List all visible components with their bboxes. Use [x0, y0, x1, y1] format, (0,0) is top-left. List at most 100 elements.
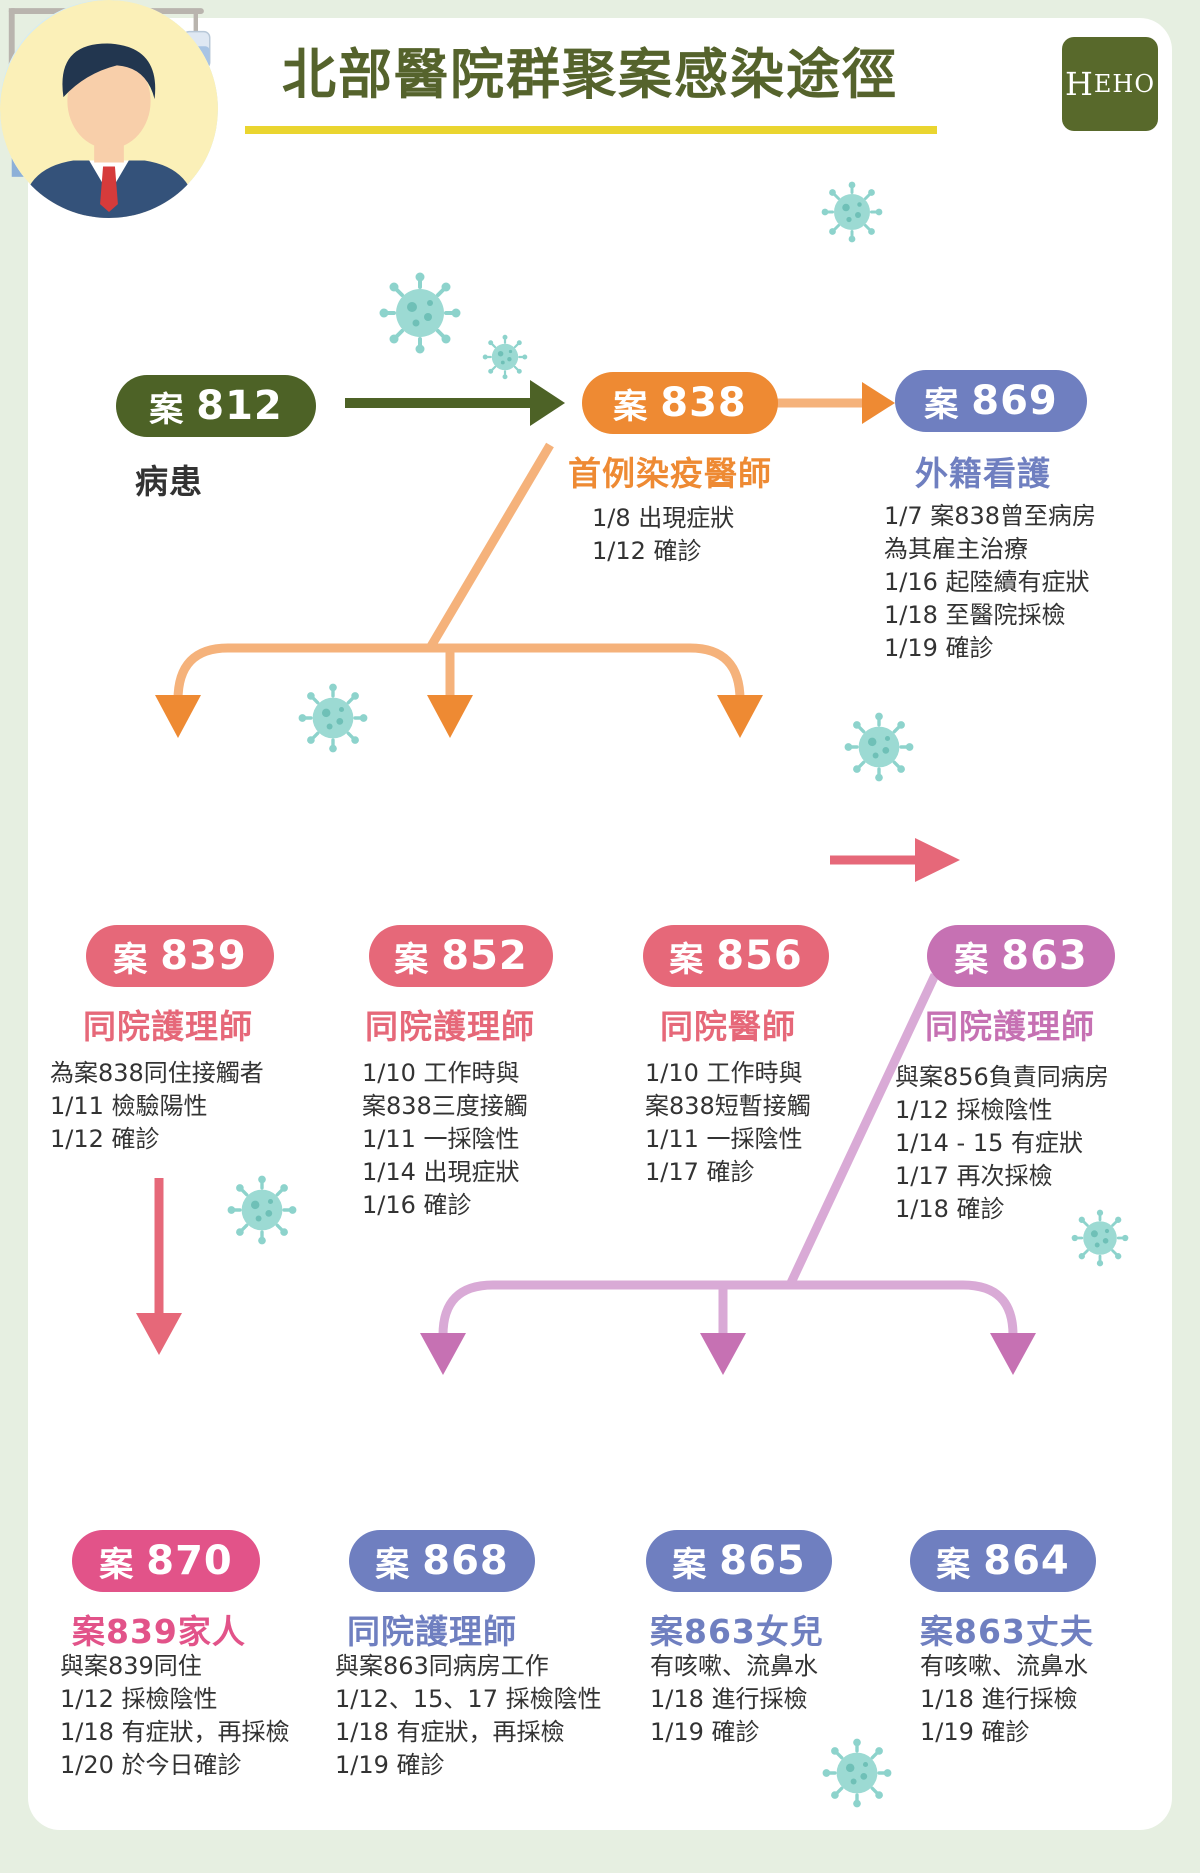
- case-role: 外籍看護: [915, 454, 1051, 493]
- case-timeline-notes: 與案856負責同病房 1/12 採檢陰性 1/14 - 15 有症狀 1/17 再次採…: [895, 1061, 1109, 1226]
- timeline-note: 1/10 工作時與: [362, 1059, 520, 1087]
- case-number: 839: [160, 933, 247, 979]
- timeline-note: 有咳嗽、流鼻水: [920, 1652, 1088, 1680]
- case-role: 同院護理師: [365, 1007, 535, 1046]
- case-role: 同院護理師: [925, 1007, 1095, 1046]
- case-number: 865: [719, 1538, 806, 1584]
- timeline-note: 與案839同住: [60, 1652, 202, 1680]
- case-timeline-notes: 1/7 案838曾至病房為其雇主治療 1/16 起陸續有症狀 1/18 至醫院採檢 1…: [884, 500, 1096, 665]
- timeline-note: 1/18 有症狀，再採檢: [335, 1718, 565, 1746]
- timeline-note: 1/18 有症狀，再採檢: [60, 1718, 290, 1746]
- timeline-note: 1/19 確診: [920, 1718, 1030, 1746]
- case-number: 869: [971, 378, 1058, 424]
- timeline-note: 1/17 再次採檢: [895, 1162, 1053, 1190]
- case-prefix: 案: [669, 939, 705, 980]
- timeline-note: 為其雇主治療: [884, 535, 1028, 563]
- case-number-badge: 案 863: [927, 925, 1115, 987]
- timeline-note: 1/19 確診: [884, 634, 994, 662]
- case-number: 868: [422, 1538, 509, 1584]
- timeline-note: 1/12 採檢陰性: [895, 1096, 1053, 1124]
- case-timeline-notes: 與案839同住 1/12 採檢陰性 1/18 有症狀，再採檢 1/20 於今日確診: [60, 1650, 290, 1782]
- case-role: 首例染疫醫師: [568, 454, 772, 493]
- person-avatar-icon: [0, 0, 218, 218]
- case-number: 838: [660, 380, 747, 426]
- case-number-badge: 案 856: [643, 925, 829, 987]
- timeline-note: 1/18 進行採檢: [650, 1685, 808, 1713]
- timeline-note: 1/12 確診: [592, 537, 702, 565]
- timeline-note: 1/19 確診: [650, 1718, 760, 1746]
- timeline-note: 1/17 確診: [645, 1158, 755, 1186]
- case-prefix: 案: [394, 939, 430, 980]
- page-title: 北部醫院群聚案感染途徑: [282, 43, 898, 106]
- timeline-note: 案838短暫接觸: [645, 1092, 811, 1120]
- case-number-badge: 案 868: [349, 1530, 535, 1592]
- timeline-note: 1/7 案838曾至病房: [884, 502, 1097, 530]
- timeline-note: 1/12 確診: [50, 1125, 160, 1153]
- timeline-note: 1/10 工作時與: [645, 1059, 803, 1087]
- timeline-note: 案838三度接觸: [362, 1092, 528, 1120]
- case-prefix: 案: [936, 1544, 972, 1585]
- timeline-note: 1/8 出現症狀: [592, 504, 735, 532]
- case-number: 870: [146, 1538, 233, 1584]
- timeline-note: 1/12 採檢陰性: [60, 1685, 218, 1713]
- case-timeline-notes: 1/8 出現症狀 1/12 確診: [592, 502, 734, 568]
- case-prefix: 案: [149, 389, 185, 430]
- case-prefix: 案: [924, 384, 960, 425]
- case-number-badge: 案 865: [646, 1530, 832, 1592]
- case-timeline-notes: 1/10 工作時與案838短暫接觸 1/11 一採陰性 1/17 確診: [645, 1057, 811, 1189]
- case-number: 864: [983, 1538, 1070, 1584]
- case-number: 852: [441, 933, 528, 979]
- timeline-note: 1/11 檢驗陽性: [50, 1092, 208, 1120]
- timeline-note: 1/14 - 15 有症狀: [895, 1129, 1083, 1157]
- timeline-note: 1/18 至醫院採檢: [884, 601, 1066, 629]
- case-number-badge: 案 869: [895, 370, 1087, 432]
- timeline-note: 與案863同病房工作: [335, 1652, 549, 1680]
- case-role: 案839家人: [72, 1612, 246, 1651]
- case-timeline-notes: 1/10 工作時與案838三度接觸 1/11 一採陰性 1/14 出現症狀 1/16 …: [362, 1057, 528, 1222]
- timeline-note: 為案838同住接觸者: [50, 1059, 264, 1087]
- title-underline: [245, 126, 937, 134]
- timeline-note: 1/11 一採陰性: [645, 1125, 803, 1153]
- case-number-badge: 案 812: [116, 375, 316, 437]
- case-role: 同院醫師: [660, 1007, 796, 1046]
- case-number-badge: 案 839: [86, 925, 274, 987]
- timeline-note: 與案856負責同病房: [895, 1063, 1109, 1091]
- case-avatar: [0, 0, 218, 222]
- timeline-note: 1/11 一採陰性: [362, 1125, 520, 1153]
- timeline-note: 1/19 確診: [335, 1751, 445, 1779]
- timeline-note: 1/16 起陸續有症狀: [884, 568, 1090, 596]
- timeline-note: 1/20 於今日確診: [60, 1751, 242, 1779]
- case-prefix: 案: [113, 939, 149, 980]
- case-number-badge: 案 838: [582, 372, 778, 434]
- case-number-badge: 案 870: [72, 1530, 260, 1592]
- case-number-badge: 案 852: [369, 925, 553, 987]
- case-prefix: 案: [613, 386, 649, 427]
- case-number-badge: 案 864: [910, 1530, 1096, 1592]
- timeline-note: 1/18 進行採檢: [920, 1685, 1078, 1713]
- case-prefix: 案: [99, 1544, 135, 1585]
- case-role: 同院護理師: [83, 1007, 253, 1046]
- case-role: 同院護理師: [347, 1612, 517, 1651]
- case-number: 856: [716, 933, 803, 979]
- timeline-note: 1/14 出現症狀: [362, 1158, 520, 1186]
- case-role: 病患: [135, 462, 203, 501]
- timeline-note: 1/16 確診: [362, 1191, 472, 1219]
- case-number: 863: [1001, 933, 1088, 979]
- timeline-note: 1/18 確診: [895, 1195, 1005, 1223]
- case-prefix: 案: [672, 1544, 708, 1585]
- case-number: 812: [196, 383, 283, 429]
- case-prefix: 案: [954, 939, 990, 980]
- case-role: 案863女兒: [650, 1612, 824, 1651]
- case-role: 案863丈夫: [920, 1612, 1094, 1651]
- case-prefix: 案: [375, 1544, 411, 1585]
- case-node-864: 案 864 案863丈夫有咳嗽、流鼻水 1/18 進行採檢 1/19 確診: [0, 0, 1096, 1746]
- case-timeline-notes: 有咳嗽、流鼻水 1/18 進行採檢 1/19 確診: [920, 1650, 1088, 1749]
- timeline-note: 1/12、15、17 採檢陰性: [335, 1685, 602, 1713]
- case-timeline-notes: 與案863同病房工作 1/12、15、17 採檢陰性 1/18 有症狀，再採檢 1/1…: [335, 1650, 602, 1782]
- infographic-card: [28, 18, 1172, 1830]
- case-timeline-notes: 為案838同住接觸者 1/11 檢驗陽性 1/12 確診: [50, 1057, 264, 1156]
